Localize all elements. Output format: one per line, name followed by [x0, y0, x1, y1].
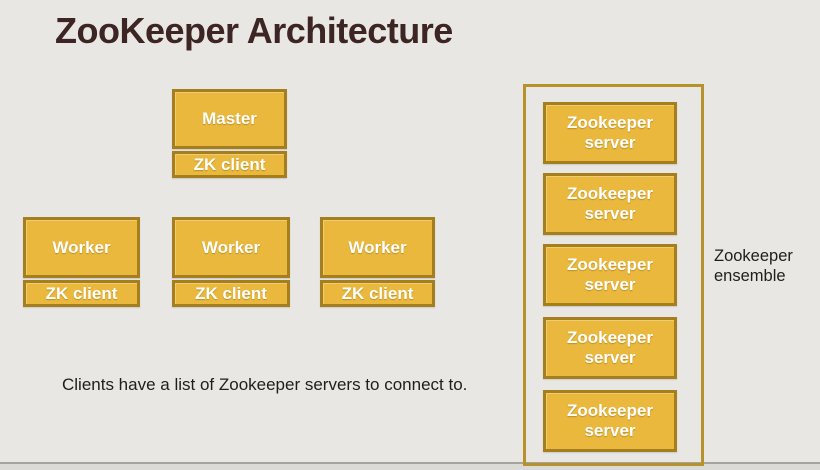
master-node-box: Master — [172, 89, 287, 149]
page-title: ZooKeeper Architecture — [55, 10, 453, 51]
zookeeper-server-box: Zookeeper server — [543, 317, 677, 379]
master-zk-client-box: ZK client — [172, 151, 287, 178]
ensemble-label-line2: ensemble — [714, 266, 786, 285]
zookeeper-server-box: Zookeeper server — [543, 390, 677, 452]
worker-zk-client-box: ZK client — [172, 280, 290, 307]
worker-node-box: Worker — [23, 217, 140, 278]
zookeeper-server-box: Zookeeper server — [543, 102, 677, 164]
ensemble-label-line1: Zookeeper — [714, 247, 793, 265]
zookeeper-server-box: Zookeeper server — [543, 173, 677, 235]
ensemble-container: Zookeeper server Zookeeper server Zookee… — [523, 84, 704, 466]
zookeeper-server-box: Zookeeper server — [543, 244, 677, 306]
worker-zk-client-box: ZK client — [320, 280, 435, 307]
caption-text: Clients have a list of Zookeeper servers… — [62, 375, 468, 394]
ensemble-label: Zookeeper ensemble — [714, 247, 814, 286]
worker-zk-client-box: ZK client — [23, 280, 140, 307]
slide-bottom-rule — [0, 462, 820, 464]
worker-node-box: Worker — [320, 217, 435, 278]
slide-bottom-strip — [0, 464, 820, 470]
worker-node-box: Worker — [172, 217, 290, 278]
